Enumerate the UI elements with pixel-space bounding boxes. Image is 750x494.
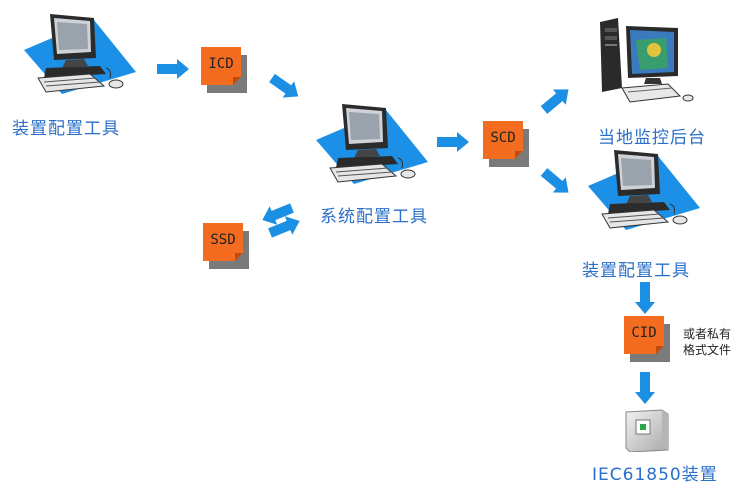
iec61850-device-icon	[622, 408, 672, 453]
local-monitor-workstation-icon	[596, 18, 696, 110]
cid-file-label: CID	[631, 325, 657, 341]
icd-file: ICD	[201, 47, 247, 93]
arrow-device-tool-to-cid	[634, 282, 656, 318]
system-config-tool-icon	[315, 103, 429, 186]
arrow-system-to-ssd	[256, 198, 296, 230]
ssd-file: SSD	[203, 223, 249, 269]
cid-note-line-2: 格式文件	[683, 343, 732, 357]
cid-note-line-1: 或者私有	[683, 327, 732, 341]
arrow-system-to-scd	[437, 131, 471, 157]
arrow-tool-to-icd	[157, 58, 191, 84]
arrow-scd-to-device-tool	[537, 164, 580, 206]
local-monitor-label: 当地监控后台	[598, 128, 706, 148]
device-config-tool-top-label: 装置配置工具	[12, 119, 120, 139]
arrow-icd-to-system	[266, 69, 308, 110]
iec61850-device-label: IEC61850装置	[592, 465, 718, 485]
system-config-tool-label: 系统配置工具	[320, 207, 428, 227]
scd-file: SCD	[483, 121, 529, 167]
ssd-file-label: SSD	[210, 232, 236, 248]
device-config-tool-top-icon	[23, 13, 137, 96]
icd-file-label: ICD	[208, 56, 234, 72]
arrow-cid-to-device	[634, 372, 656, 408]
cid-file: CID	[624, 316, 670, 362]
device-config-tool-right-label: 装置配置工具	[582, 261, 690, 281]
scd-file-label: SCD	[490, 130, 516, 146]
device-config-tool-right-icon	[587, 149, 701, 232]
cid-note: 或者私有 格式文件	[683, 326, 743, 358]
arrow-scd-to-monitor	[537, 80, 580, 118]
